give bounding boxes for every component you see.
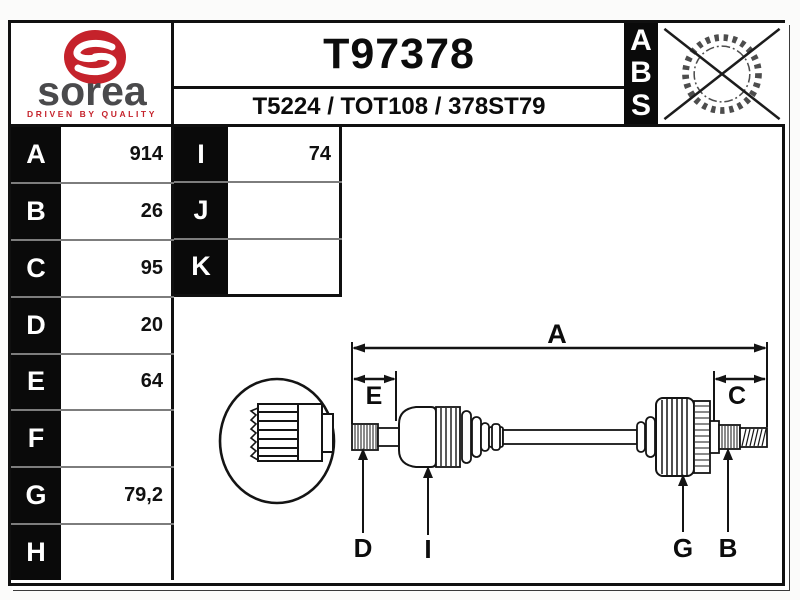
table-row: D 20 <box>11 297 174 355</box>
row-value <box>228 183 342 238</box>
title-box: T97378 T5224 / TOT108 / 378ST79 <box>174 23 624 124</box>
table-row: F <box>11 411 174 469</box>
part-datasheet-card: sorea DRIVEN BY QUALITY T97378 T5224 / T… <box>8 20 786 586</box>
row-label: B <box>11 183 61 239</box>
row-label: A <box>11 127 61 182</box>
row-label: E <box>11 354 61 410</box>
row-value <box>61 525 174 580</box>
abs-column-header: A B S <box>624 23 658 124</box>
sorea-logo-icon: sorea DRIVEN BY QUALITY <box>27 30 157 119</box>
table-row: G 79,2 <box>11 468 174 526</box>
abs-letter-b: B <box>630 56 652 90</box>
row-label: D <box>11 297 61 353</box>
row-value: 95 <box>61 240 174 296</box>
row-label: I <box>174 127 228 182</box>
row-label: F <box>11 411 61 467</box>
row-value: 20 <box>61 297 174 353</box>
table-row: K <box>174 239 342 294</box>
abs-ring-crossed-icon <box>663 27 781 120</box>
spec-table-primary: A 914 B 26 C 95 D 20 E 64 <box>11 127 174 580</box>
row-label: C <box>11 240 61 296</box>
spec-table-secondary: I 74 J K <box>174 127 342 297</box>
abs-ring-cell <box>658 23 786 124</box>
row-label: H <box>11 525 61 580</box>
part-number: T97378 <box>323 30 475 78</box>
table-row: I 74 <box>174 127 342 184</box>
table-row: H <box>11 525 174 580</box>
row-label: J <box>174 183 228 238</box>
table-row: C 95 <box>11 240 174 298</box>
row-label: K <box>174 239 228 294</box>
row-value <box>228 239 342 294</box>
brand-wordmark: sorea <box>37 68 148 114</box>
table-row: E 64 <box>11 354 174 412</box>
header: sorea DRIVEN BY QUALITY T97378 T5224 / T… <box>11 23 786 127</box>
row-value: 74 <box>228 127 342 182</box>
row-value: 914 <box>61 127 174 182</box>
table-row: B 26 <box>11 183 174 241</box>
brand-logo: sorea DRIVEN BY QUALITY <box>11 23 174 124</box>
row-value: 79,2 <box>61 468 174 524</box>
row-value: 64 <box>61 354 174 410</box>
row-label: G <box>11 468 61 524</box>
reference-codes: T5224 / TOT108 / 378ST79 <box>174 86 624 124</box>
table-row: J <box>174 183 342 240</box>
row-value <box>61 411 174 467</box>
abs-letter-s: S <box>630 88 651 122</box>
main-area: A 914 B 26 C 95 D 20 E 64 <box>11 127 782 580</box>
brand-tagline: DRIVEN BY QUALITY <box>27 109 157 119</box>
table-row: A 914 <box>11 127 174 184</box>
row-value: 26 <box>61 183 174 239</box>
abs-letter-a: A <box>630 24 652 58</box>
